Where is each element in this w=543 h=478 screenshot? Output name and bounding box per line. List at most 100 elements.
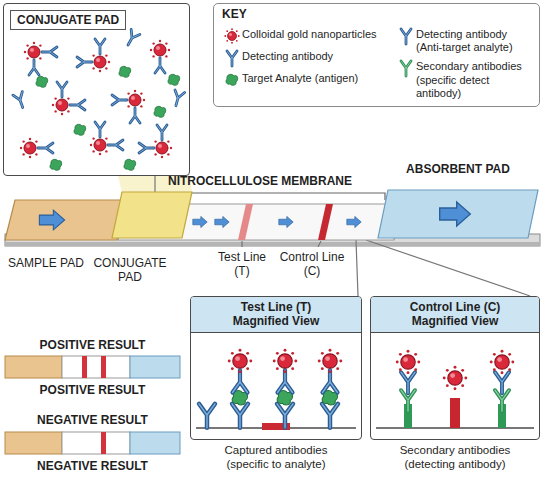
illustration-part [77,57,92,67]
illustration-part [57,82,67,97]
absorbent-pad: ABSORBENT PAD [378,190,538,238]
illustration-part [168,74,180,85]
illustration-part [495,372,509,393]
illustration-part [50,159,62,170]
illustration-part [490,350,514,374]
part-heading: NITROCELLULOSE MEMBRANE [118,174,402,188]
line-label: Control Line (C) [276,250,348,279]
illustration-part [323,370,338,393]
legend-sample [224,28,240,44]
flow-arrow [440,202,471,226]
illustration-part [130,356,180,378]
illustration-part [101,356,106,378]
illustration-part [130,432,180,454]
test-line-magnified [196,349,356,430]
sample-pad-shape [5,200,127,240]
legend-text: Detecting antibody [242,50,392,63]
illustration-part [119,66,131,77]
sample-pad-outline [5,200,127,240]
zoom-connector [154,176,155,192]
reaction-line [238,204,253,240]
illustration-part [13,92,28,110]
absorbent-pad-shape [378,190,538,238]
illustration-part [228,349,252,373]
part-label: CONJUGATE PAD [91,256,169,285]
illustration-part [101,432,106,454]
illustration-part [401,372,415,393]
illustration-part [5,432,62,454]
conjugate-pad-inset: CONJUGATE PAD [3,3,190,176]
result-label: NEGATIVE RESULT [5,459,180,473]
part-heading: ABSORBENT PAD [378,162,538,176]
membrane-bracket [190,193,385,200]
flow-arrow [215,216,229,227]
conjugate-pad-outline [112,192,192,238]
label-holder: NEGATIVE RESULT [5,413,180,427]
legend-sample [398,60,414,76]
legend-sample [398,28,414,44]
result-heading: NEGATIVE RESULT [5,413,180,427]
illustration-part [62,356,130,378]
leader-line [318,241,321,247]
illustration-part [38,143,53,153]
zoom-connector [366,240,530,296]
view-heading: Test Line (T) Magnified View [191,297,361,333]
view-caption: Captured antibodies (specific to analyte… [191,444,361,472]
label-holder: NEGATIVE RESULT [5,459,180,473]
flow-arrow [39,210,64,230]
result-label: POSITIVE RESULT [5,383,180,397]
illustration-part [5,356,62,378]
illustration-part [278,370,293,393]
legend-sample [224,72,240,88]
magnified-view-box: Control Line (C) Magnified ViewSecondary… [370,296,540,440]
inset-heading: CONJUGATE PAD [10,10,126,30]
illustration-part [273,349,297,373]
illustration-part [443,366,467,390]
label-holder: POSITIVE RESULT [5,338,180,352]
illustration-part [82,356,87,378]
illustration-part [450,398,460,428]
illustration-part [318,349,342,373]
positive-strip [5,356,180,378]
label-holder: POSITIVE RESULT [5,383,180,397]
legend-entry: Target Analyte (antigen) [224,72,374,85]
illustration-part [95,122,105,137]
conjugate-pad-contents [13,29,185,170]
illustration-part [108,140,123,150]
illustration-part [233,370,248,393]
line-label: Test Line (T) [214,250,270,279]
reaction-line [318,204,333,240]
illustration-part [29,60,39,75]
illustration-part [62,432,130,454]
legend-entry: Detecting antibody [224,50,374,63]
flow-arrow [347,216,361,227]
legend-entry: Colloidal gold nanoparticles [224,28,374,41]
legend-text: Colloidal gold nanoparticles [242,28,392,41]
negative-strip [5,432,180,454]
key-box: Colloidal gold nanoparticlesDetecting an… [213,3,540,107]
illustration-part [322,404,338,428]
leader-line [242,241,243,247]
illustration-part [139,143,154,153]
illustration-part [154,106,166,117]
illustration-part [74,124,86,135]
zoom-connector [356,240,358,296]
illustration-part [42,47,57,57]
control-line-magnified [376,350,534,428]
conjugate-pad: CONJUGATE PAD [112,192,192,238]
legend-text: Secondary antibodies (specific detect an… [416,60,536,100]
result-heading: POSITIVE RESULT [5,338,180,352]
legend-text: Detecting antibody (Anti-target analyte) [416,28,536,54]
legend-entry: Detecting antibody (Anti-target analyte) [398,28,518,54]
view-heading: Control Line (C) Magnified View [371,297,539,333]
illustration-part [5,242,540,246]
illustration-part [396,350,420,374]
illustration-part [157,125,167,140]
nitrocellulose-membrane-outline [118,204,402,240]
illustration-part [171,90,185,107]
illustration-part [36,76,48,87]
illustration-part [95,39,105,54]
illustration-part [232,404,248,428]
illustration-part [112,95,127,105]
